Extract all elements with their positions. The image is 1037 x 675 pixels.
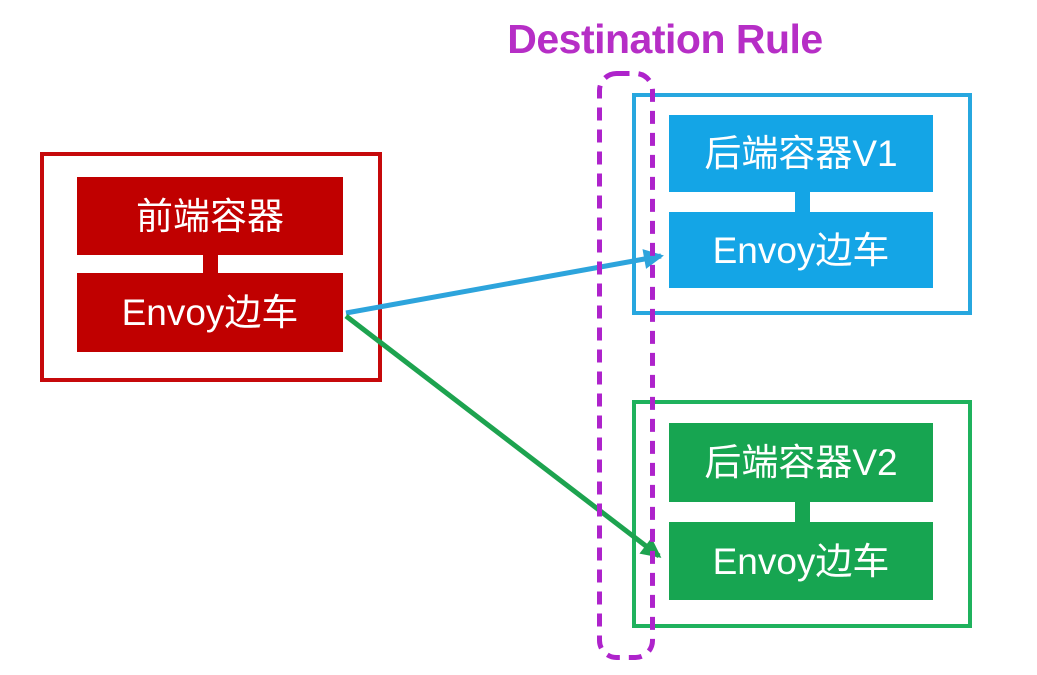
arrow-frontend-to-backend-v2	[344, 314, 662, 558]
backend-v1-envoy-sidecar-node: Envoy边车	[669, 212, 933, 288]
destination-rule-title: Destination Rule	[507, 16, 823, 62]
frontend-pod-connector	[203, 253, 218, 275]
backend-v2-container-node: 后端容器V2	[669, 423, 933, 502]
backend-v1-pod-connector	[795, 190, 810, 214]
backend-v1-container-node: 后端容器V1	[669, 115, 933, 192]
backend-v2-pod-connector	[795, 500, 810, 524]
frontend-envoy-sidecar-node: Envoy边车	[77, 273, 343, 352]
backend-v2-envoy-sidecar-node: Envoy边车	[669, 522, 933, 600]
frontend-container-node: 前端容器	[77, 177, 343, 255]
arrow-frontend-to-backend-v1	[345, 249, 664, 316]
